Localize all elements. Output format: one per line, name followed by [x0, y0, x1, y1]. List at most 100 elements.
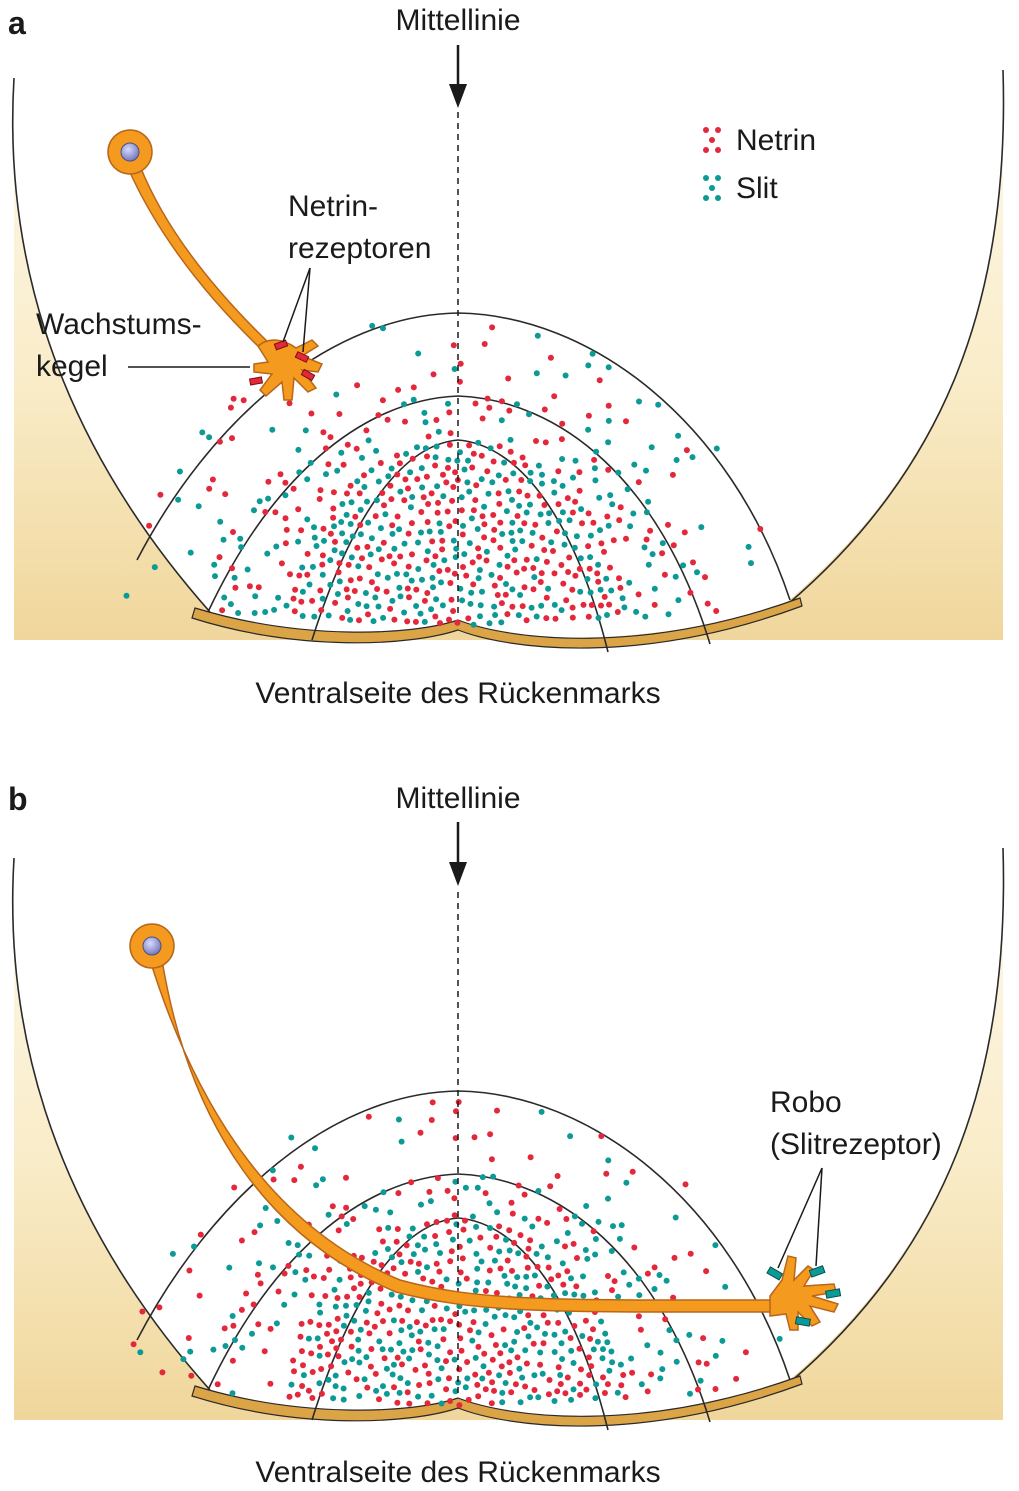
- slit-dot: [616, 1235, 623, 1242]
- slit-dot: [584, 1255, 591, 1262]
- netrin-dot: [610, 537, 617, 544]
- slit-dot: [462, 1384, 469, 1391]
- slit-dot: [210, 1346, 217, 1353]
- netrin-dot: [516, 488, 523, 495]
- slit-dot: [288, 1381, 295, 1388]
- slit-dot: [398, 1138, 405, 1145]
- netrin-dot: [408, 1179, 415, 1186]
- netrin-dot: [319, 552, 326, 559]
- netrin-dot: [304, 550, 311, 557]
- netrin-dot: [401, 497, 408, 504]
- netrin-dot: [372, 513, 379, 520]
- netrin-dot: [600, 1374, 606, 1381]
- slit-dot: [605, 522, 612, 529]
- netrin-dot: [530, 586, 537, 593]
- slit-dot: [374, 571, 381, 578]
- netrin-dot: [404, 1389, 411, 1396]
- slit-dot: [379, 1346, 386, 1353]
- netrin-dot: [415, 1338, 422, 1345]
- netrin-dot: [497, 574, 504, 581]
- slit-dot: [472, 1287, 479, 1294]
- slit-dot: [657, 1375, 664, 1382]
- netrin-dot: [585, 1354, 592, 1361]
- slit-dot: [597, 527, 603, 534]
- slit-dot: [414, 444, 420, 451]
- netrin-dot: [502, 591, 509, 598]
- netrin-dot: [317, 1343, 323, 1350]
- slit-dot: [666, 1327, 673, 1334]
- slit-dot: [229, 1313, 236, 1319]
- netrin-dot: [547, 1183, 554, 1190]
- netrin-dot: [278, 560, 285, 567]
- slit-dot: [365, 1298, 372, 1305]
- netrin-dot: [617, 584, 624, 591]
- netrin-dot: [295, 506, 302, 513]
- netrin-dot: [340, 461, 347, 468]
- netrin-dot: [500, 1326, 507, 1333]
- slit-dot: [300, 1372, 307, 1379]
- slit-dot: [508, 529, 515, 536]
- netrin-dot: [409, 455, 416, 462]
- slit-dot: [421, 1233, 428, 1240]
- netrin-dot: [443, 1386, 450, 1393]
- slit-dot: [340, 1385, 347, 1392]
- netrin-dot: [528, 542, 535, 549]
- netrin-dot: [130, 1341, 137, 1348]
- slit-dot: [694, 569, 700, 576]
- netrin-dot: [436, 568, 443, 574]
- netrin-dot: [635, 479, 642, 486]
- slit-dot: [376, 1338, 383, 1345]
- slit-dot: [385, 1224, 392, 1231]
- netrin-dot: [489, 1356, 496, 1363]
- slit-dot: [618, 1222, 625, 1229]
- netrin-dot: [424, 1221, 430, 1228]
- netrin-dot: [387, 605, 394, 612]
- slit-dot: [594, 1338, 601, 1345]
- slit-dot: [331, 1286, 338, 1293]
- netrin-dot: [291, 608, 298, 615]
- netrin-dot: [354, 382, 361, 389]
- slit-dot: [580, 1273, 586, 1280]
- slit-dot: [476, 567, 483, 573]
- slit-dot: [307, 459, 314, 466]
- slit-dot: [559, 1260, 566, 1267]
- slit-dot: [445, 400, 451, 407]
- slit-dot: [187, 549, 194, 556]
- slit-dot: [396, 1389, 403, 1396]
- slit-dot: [509, 496, 515, 503]
- netrin-dot: [429, 1317, 436, 1324]
- slit-dot: [357, 1326, 364, 1333]
- netrin-receptor-label-line2: rezeptoren: [288, 232, 431, 265]
- netrin-dot: [452, 518, 459, 525]
- netrin-dot: [540, 1340, 547, 1347]
- slit-dot: [592, 1395, 599, 1402]
- slit-dot: [377, 525, 384, 532]
- netrin-dot: [651, 601, 658, 608]
- slit-dot: [655, 401, 662, 408]
- slit-dot: [343, 1221, 350, 1227]
- slit-dot: [319, 595, 326, 602]
- netrin-dot: [291, 1368, 297, 1375]
- netrin-dot: [361, 472, 367, 479]
- netrin-dot: [460, 1226, 467, 1233]
- netrin-dot: [502, 476, 509, 483]
- slit-dot: [462, 1308, 469, 1315]
- netrin-dot: [620, 1372, 627, 1378]
- netrin-dot: [489, 324, 496, 331]
- netrin-dot: [196, 1292, 203, 1299]
- netrin-dot: [463, 572, 470, 579]
- netrin-dot: [379, 490, 386, 496]
- netrin-dot: [376, 1396, 382, 1403]
- netrin-dot: [444, 508, 451, 515]
- slit-dot: [426, 528, 433, 535]
- netrin-dot: [338, 1213, 345, 1220]
- netrin-dot: [487, 1244, 494, 1251]
- slit-dot: [339, 550, 345, 557]
- slit-dot: [251, 507, 257, 514]
- netrin-dot: [576, 1345, 583, 1352]
- netrin-dot: [537, 1361, 544, 1368]
- slit-dot: [397, 593, 404, 600]
- netrin-dot: [472, 400, 479, 407]
- tissue-outline-right-b: [787, 847, 1005, 1385]
- slit-dot: [237, 535, 244, 542]
